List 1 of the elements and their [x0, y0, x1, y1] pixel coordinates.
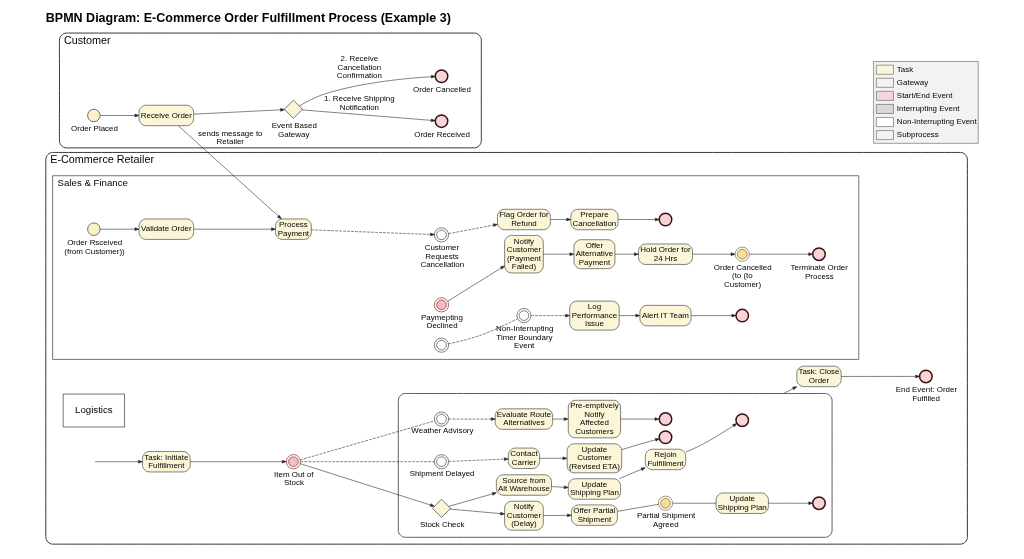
diagram-title: BPMN Diagram: E-Commerce Order Fulfillment Process (Example 3): [45, 11, 451, 26]
